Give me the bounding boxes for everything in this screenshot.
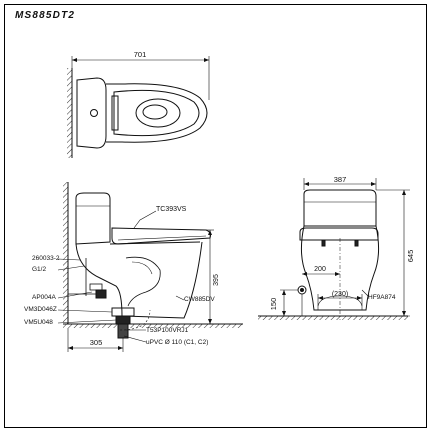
label-drain-adapter: T53P100VRJ1 — [146, 327, 189, 334]
dim-rough-in: 305 — [90, 338, 103, 347]
top-view — [67, 56, 210, 158]
dim-front-width: 387 — [334, 175, 347, 184]
label-body: CW885DV — [184, 296, 215, 303]
dim-total-height: 395 — [213, 274, 220, 286]
dim-front-height: 645 — [406, 250, 415, 263]
label-angle-stop: AP004A — [32, 294, 57, 301]
dim-inlet-range: (230) — [332, 291, 348, 298]
front-view — [258, 178, 410, 320]
model-number: MS885DT2 — [15, 10, 76, 21]
label-seat: TC393VS — [156, 206, 187, 213]
label-pipe: uPVC Ø 110 (C1, C2) — [146, 339, 208, 346]
label-supply-size: G1/2 — [32, 266, 46, 273]
side-view — [57, 182, 243, 352]
label-hose: HF9A874 — [368, 294, 396, 301]
floor-front-view — [258, 316, 408, 320]
dim-top-width: 701 — [134, 50, 147, 59]
drawing-frame — [4, 4, 427, 428]
label-flange-1: VM3D046Z — [24, 306, 57, 313]
label-fill-valve: 260033-2 — [32, 255, 60, 262]
floor-side-view — [63, 324, 243, 328]
dim-supply-height: 150 — [269, 298, 278, 311]
dim-inlet-offset: 200 — [314, 266, 326, 273]
label-flange-2: VM5U048 — [24, 319, 53, 326]
wall-top-view — [67, 68, 72, 158]
wall-side-view — [63, 182, 68, 324]
